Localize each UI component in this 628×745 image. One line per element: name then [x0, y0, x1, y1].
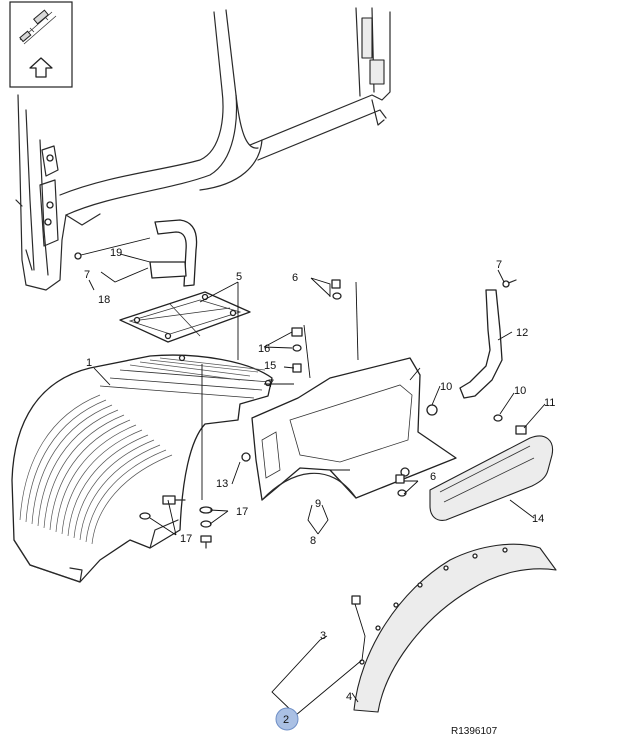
mounting-plate — [119, 291, 251, 343]
callout-17-left[interactable]: 17 — [180, 533, 192, 545]
vehicle-locator-icon — [19, 9, 57, 45]
callout-1[interactable]: 1 — [86, 357, 92, 369]
callout-19[interactable]: 19 — [110, 247, 122, 259]
callout-13[interactable]: 13 — [216, 478, 228, 490]
drawing-reference: R1396107 — [451, 726, 498, 737]
fastener-set-6-top — [331, 279, 342, 300]
callout-10-left[interactable]: 10 — [440, 381, 452, 393]
callout-4[interactable]: 4 — [346, 691, 352, 703]
callout-2-highlight[interactable] — [275, 707, 299, 731]
leader-lines — [88, 253, 546, 716]
locator-inset — [9, 1, 73, 88]
callout-6-top[interactable]: 6 — [292, 272, 298, 284]
support-bracket — [459, 279, 517, 399]
arrow-up-icon — [29, 57, 53, 78]
step-cover — [429, 435, 554, 521]
callout-9[interactable]: 9 — [315, 498, 321, 510]
fastener-set-17-center — [199, 506, 213, 549]
callout-3[interactable]: 3 — [320, 630, 326, 642]
cab-frame — [15, 7, 391, 291]
fastener-set-15-16 — [291, 327, 303, 373]
fastener-set-17-left — [139, 495, 186, 520]
callout-7-right[interactable]: 7 — [496, 259, 502, 271]
callout-7-center[interactable]: 7 — [268, 378, 274, 390]
callout-12[interactable]: 12 — [516, 327, 528, 339]
fender-ribs — [19, 357, 266, 545]
callout-17-center[interactable]: 17 — [236, 506, 248, 518]
mud-flap-bracket — [74, 219, 198, 287]
callout-18[interactable]: 18 — [98, 294, 110, 306]
rear-fender — [11, 354, 273, 583]
callout-10-right[interactable]: 10 — [514, 385, 526, 397]
callout-8[interactable]: 8 — [310, 535, 316, 547]
callout-7-left[interactable]: 7 — [84, 269, 90, 281]
bolt-7a — [74, 252, 82, 260]
callout-2[interactable]: 2 — [283, 714, 289, 726]
fastener-set-6-bottom — [395, 474, 407, 497]
fastener-set-10-11 — [493, 414, 527, 435]
callout-16[interactable]: 16 — [258, 343, 270, 355]
callout-5[interactable]: 5 — [236, 271, 242, 283]
wheel-arch-trim — [351, 543, 557, 713]
callout-15[interactable]: 15 — [264, 360, 276, 372]
callout-11[interactable]: 11 — [544, 397, 555, 409]
callout-14[interactable]: 14 — [532, 513, 544, 525]
callout-6-bottom[interactable]: 6 — [430, 471, 436, 483]
